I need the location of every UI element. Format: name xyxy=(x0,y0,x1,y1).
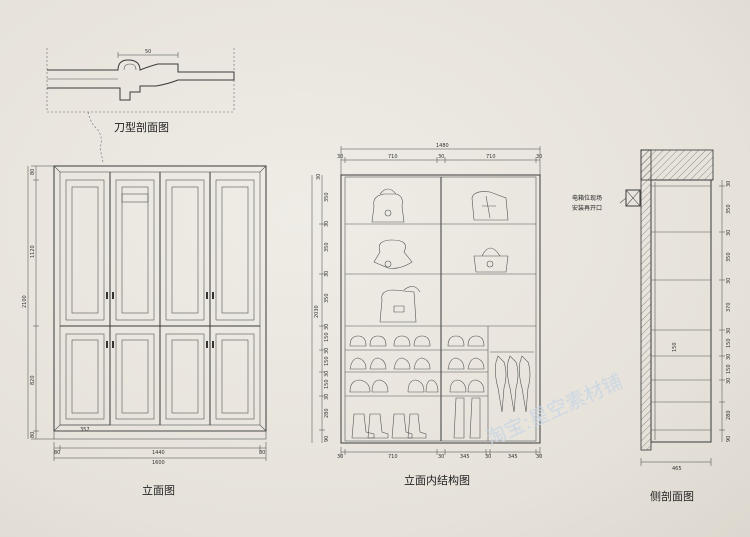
umbrella-icon xyxy=(495,355,531,413)
dim-elev-80-bottom: 80 xyxy=(30,432,36,438)
dim-int-h30-f: 30 xyxy=(324,394,330,400)
dim-int-h30-b: 30 xyxy=(324,271,330,277)
caption-interior: 立面内结构图 xyxy=(404,473,470,487)
shoes-row-3 xyxy=(349,379,485,393)
dim-int-h30-d: 30 xyxy=(324,348,330,354)
dim-profile-50: 50 xyxy=(145,49,151,55)
dim-int-b30-mid: 30 xyxy=(438,454,444,460)
purse-icon xyxy=(471,191,509,221)
dim-side-280: 280 xyxy=(726,410,732,420)
dim-elev-80-right: 80 xyxy=(259,450,265,456)
dim-side-inner-150: 150 xyxy=(672,342,678,352)
dim-side-30-e: 30 xyxy=(726,378,732,384)
note-line-2: 安装再开口 xyxy=(572,204,602,212)
bucket-bag-icon xyxy=(373,239,413,269)
profile-section: 50 刀型剖面图 xyxy=(46,48,235,163)
dim-int-b345-a: 345 xyxy=(460,454,470,460)
dim-side-30-b: 30 xyxy=(726,278,732,284)
tote-icon xyxy=(473,247,509,273)
satchel-icon xyxy=(379,286,421,323)
dim-int-710-left: 710 xyxy=(388,154,398,160)
dim-side-350-b: 350 xyxy=(726,252,732,262)
dim-int-h2030: 2030 xyxy=(314,305,320,318)
dim-int-h30-top: 30 xyxy=(316,174,322,180)
dim-side-30-d: 30 xyxy=(726,354,732,360)
dim-int-h280: 280 xyxy=(324,408,330,418)
dim-int-b30-left: 30 xyxy=(337,454,343,460)
dim-int-h350-b: 350 xyxy=(324,242,330,252)
dim-int-b30-gap: 30 xyxy=(485,454,491,460)
dim-int-b710: 710 xyxy=(388,454,398,460)
dim-elev-357: 357 xyxy=(80,427,90,433)
boots-icon xyxy=(351,397,481,439)
caption-side: 侧剖面图 xyxy=(650,489,694,503)
dim-int-b345-b: 345 xyxy=(508,454,518,460)
caption-elevation: 立面图 xyxy=(142,483,175,497)
dim-side-350-a: 350 xyxy=(726,204,732,214)
dim-elev-80-left: 80 xyxy=(54,450,60,456)
dim-int-h150-c: 150 xyxy=(324,379,330,389)
dim-side-370: 370 xyxy=(726,302,732,312)
dim-int-h30-c: 30 xyxy=(324,324,330,330)
dim-int-h150-a: 150 xyxy=(324,332,330,342)
dim-int-h350-c: 350 xyxy=(324,293,330,303)
dim-side-30-top: 30 xyxy=(726,181,732,187)
dim-int-b30-right: 30 xyxy=(536,454,542,460)
interior-view: 1480 30 710 30 710 30 30 350 30 350 30 3… xyxy=(311,143,542,487)
dim-side-30-a: 30 xyxy=(726,230,732,236)
dim-elev-1600: 1600 xyxy=(152,460,165,466)
dim-side-30-c: 30 xyxy=(726,328,732,334)
dim-elev-820: 820 xyxy=(30,375,36,385)
dim-int-1480: 1480 xyxy=(436,143,449,149)
dim-int-h90: 90 xyxy=(324,436,330,442)
dim-elev-1120: 1120 xyxy=(30,245,36,258)
shoes-row-1 xyxy=(349,335,485,347)
elevation-view: 80 1120 2100 820 80 357 80 1440 80 1600 … xyxy=(22,165,267,497)
dim-int-h150-b: 150 xyxy=(324,356,330,366)
dim-int-30-left: 30 xyxy=(337,154,343,160)
side-section: 电箱位现场 安装再开口 30 350 30 350 30 370 30 150 … xyxy=(572,149,732,503)
caption-profile: 刀型剖面图 xyxy=(114,120,169,134)
dim-side-465: 465 xyxy=(672,466,682,472)
dim-int-30-center: 30 xyxy=(438,154,444,160)
dim-int-710-right: 710 xyxy=(486,154,496,160)
dim-side-90: 90 xyxy=(726,436,732,442)
dim-elev-1440: 1440 xyxy=(152,450,165,456)
shoes-row-2 xyxy=(349,357,485,370)
dim-elev-2100: 2100 xyxy=(22,295,28,308)
dim-side-150-b: 150 xyxy=(726,364,732,374)
dim-int-h30-e: 30 xyxy=(324,371,330,377)
handbag-icon xyxy=(371,188,405,223)
dim-int-h350-a: 350 xyxy=(324,192,330,202)
watermark: 淘宝:星空素材铺 xyxy=(482,369,626,451)
note-line-1: 电箱位现场 xyxy=(572,194,602,202)
dim-int-h30-a: 30 xyxy=(324,221,330,227)
dim-int-30-right: 30 xyxy=(536,154,542,160)
dim-side-150-a: 150 xyxy=(726,338,732,348)
dim-elev-80-top: 80 xyxy=(30,169,36,175)
